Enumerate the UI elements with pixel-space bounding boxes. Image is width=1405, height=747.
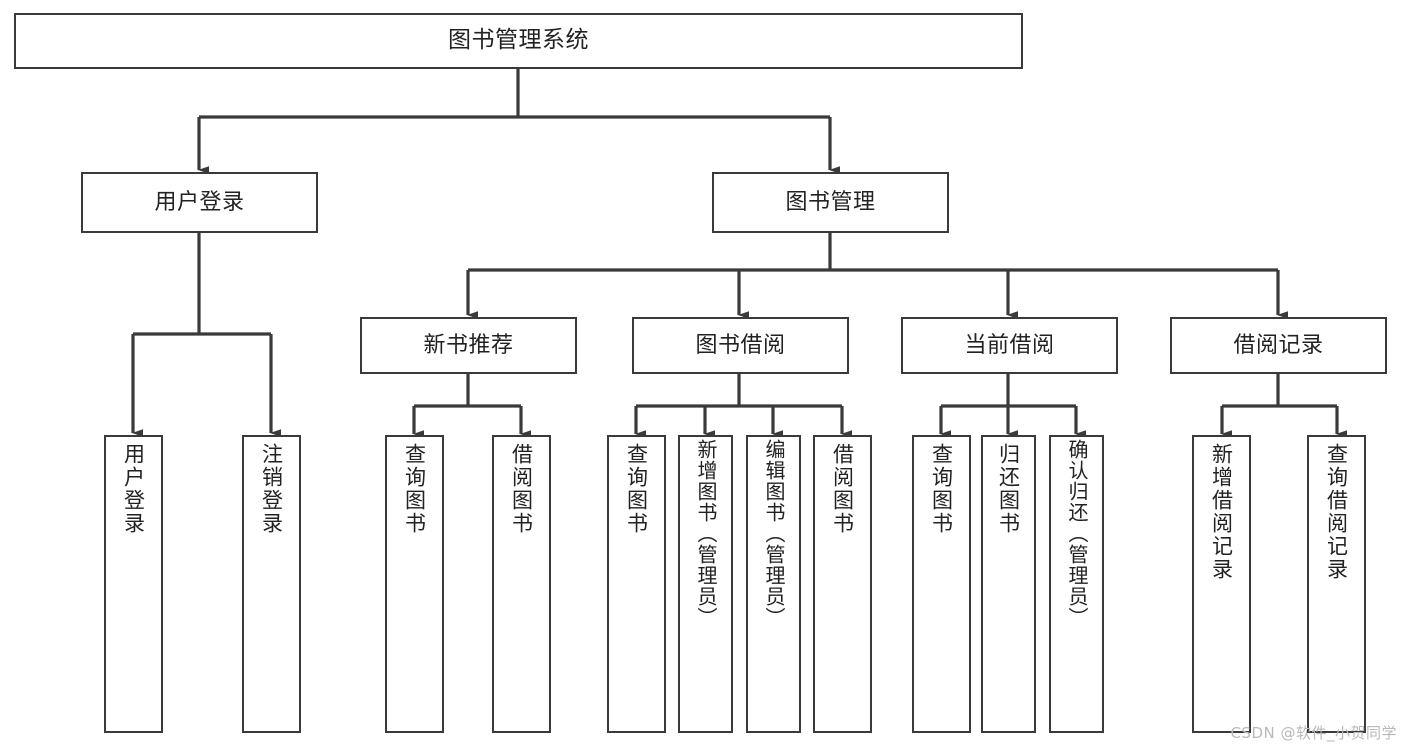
leaf-add-book-admin[interactable]: 新增图书（管理员） <box>678 435 733 733</box>
node-label: 借阅图书 <box>830 443 855 535</box>
leaf-return-book[interactable]: 归还图书 <box>981 435 1036 733</box>
node-label: 查询图书 <box>624 443 649 535</box>
node-book-manage[interactable]: 图书管理 <box>712 172 949 233</box>
node-label: 图书管理 <box>785 189 876 215</box>
node-user-login[interactable]: 用户登录 <box>81 172 318 233</box>
node-book-borrow[interactable]: 图书借阅 <box>632 317 849 374</box>
node-label: 新增借阅记录 <box>1209 443 1234 581</box>
node-label: 当前借阅 <box>964 332 1055 358</box>
leaf-add-borrow-record[interactable]: 新增借阅记录 <box>1192 435 1251 733</box>
node-root-system[interactable]: 图书管理系统 <box>14 13 1023 69</box>
leaf-query-book-1[interactable]: 查询图书 <box>385 435 444 733</box>
leaf-user-logout[interactable]: 注销登录 <box>242 435 301 733</box>
leaf-confirm-return-admin[interactable]: 确认归还（管理员） <box>1049 435 1104 733</box>
node-label: 注销登录 <box>259 443 284 535</box>
node-current-borrow[interactable]: 当前借阅 <box>901 317 1118 374</box>
node-label: 借阅图书 <box>509 443 534 535</box>
node-label: 查询借阅记录 <box>1324 443 1349 581</box>
node-label: 确认归还（管理员） <box>1065 439 1089 628</box>
leaf-borrow-book-1[interactable]: 借阅图书 <box>492 435 551 733</box>
leaf-query-book-2[interactable]: 查询图书 <box>607 435 666 733</box>
node-label: 查询图书 <box>402 443 427 535</box>
leaf-user-login[interactable]: 用户登录 <box>104 435 163 733</box>
node-label: 用户登录 <box>154 189 245 215</box>
leaf-borrow-book-2[interactable]: 借阅图书 <box>813 435 872 733</box>
csdn-watermark: CSDN @软件_小贺同学 <box>1230 724 1397 742</box>
leaf-query-book-3[interactable]: 查询图书 <box>912 435 971 733</box>
node-new-book-recommendation[interactable]: 新书推荐 <box>360 317 577 374</box>
node-label: 归还图书 <box>996 443 1021 535</box>
node-label: 借阅记录 <box>1233 332 1324 358</box>
node-label: 新书推荐 <box>423 332 514 358</box>
node-label: 用户登录 <box>121 443 146 535</box>
node-label: 图书借阅 <box>695 332 786 358</box>
node-label: 图书管理系统 <box>448 27 589 54</box>
node-borrow-record[interactable]: 借阅记录 <box>1170 317 1387 374</box>
leaf-edit-book-admin[interactable]: 编辑图书（管理员） <box>746 435 801 733</box>
node-label: 编辑图书（管理员） <box>762 439 786 628</box>
leaf-query-borrow-record[interactable]: 查询借阅记录 <box>1307 435 1366 733</box>
node-label: 查询图书 <box>929 443 954 535</box>
node-label: 新增图书（管理员） <box>694 439 718 628</box>
